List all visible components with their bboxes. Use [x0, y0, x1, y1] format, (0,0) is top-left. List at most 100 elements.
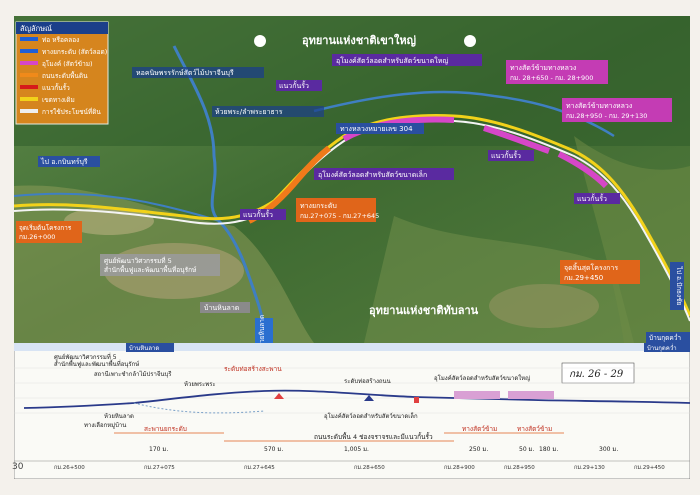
legend-item-label: ท่อ หรือคลอง — [42, 36, 79, 44]
wildlife-cross2-km: กม.28+950 - กม. 29+130 — [566, 112, 647, 120]
p-elevated: สะพานยกระดับ — [144, 425, 187, 433]
handwritten-note: กม. 26 - 29 — [569, 369, 624, 380]
label-highway: ทางหลวงหมายเลข 304 — [336, 123, 424, 134]
center-line1: ศูนย์พัฒนาวิศวกรรมที่ 5 — [104, 256, 172, 265]
label-to-korat: ไป อ.ปักธงชัย — [670, 262, 684, 310]
pipe-marker-1 — [274, 393, 284, 399]
longitudinal-profile: บ้านหินลาด บ้านกุดคว่ำ กม. 26 - 29 ศูนย์… — [14, 343, 690, 479]
legend-swatch — [20, 73, 38, 77]
label-fence-1: แนวกั้นรั้ว — [276, 79, 322, 91]
page-number: 30 — [12, 462, 24, 472]
dimension-label: 300 ม. — [599, 446, 618, 453]
station-label: กม.28+650 — [354, 465, 385, 471]
station-label: กม.29+130 — [574, 465, 605, 471]
tunnel-small-text: อุโมงค์สัตว์ลอดสำหรับสัตว์ขนาดเล็ก — [318, 170, 427, 179]
left-village-text: บ้านหินลาด — [129, 345, 159, 352]
fence4-text: แนวกั้นรั้ว — [243, 208, 273, 219]
pipe-marker-2 — [364, 395, 374, 401]
wildlife-crossing-2 — [557, 151, 609, 189]
dimension-label: 250 ม. — [469, 446, 488, 453]
left-village-tag: บ้านหินลาด — [126, 343, 174, 352]
p-start: ทางเลือกหมู่บ้าน — [84, 421, 126, 429]
label-ban-kut-khwai: บ้านกุดคว่ำ — [646, 332, 690, 343]
legend-item-label: อุโมงค์ (สัตว์ข้าม) — [42, 60, 93, 68]
legend-item-label: แนวกั้นรั้ว — [42, 83, 70, 92]
legend-swatch — [20, 61, 38, 65]
marker-circle — [254, 35, 266, 47]
end-title: จุดสิ้นสุดโครงการ — [564, 261, 618, 272]
huai-hin-lat-text: ห้วยหินลาด — [258, 315, 266, 343]
dimension-label: 170 ม. — [149, 446, 168, 453]
dimension-label: 1,005 ม. — [344, 446, 369, 453]
dimension-label: 570 ม. — [264, 446, 283, 453]
legend-item-label: การใช้ประโยชน์ที่ดิน — [42, 107, 101, 116]
p-center-line1: ศูนย์พัฒนาวิศวกรรมที่ 5 — [54, 353, 117, 361]
tunnel-marker — [414, 397, 419, 403]
label-tunnel-small: อุโมงค์สัตว์ลอดสำหรับสัตว์ขนาดเล็ก — [314, 168, 454, 180]
label-center: ศูนย์พัฒนาวิศวกรรมที่ 5 สำนักพื้นฟูและพั… — [100, 254, 220, 276]
fence2-text: แนวกั้นรั้ว — [491, 149, 521, 160]
label-wildlife-crossing-1: ทางสัตว์ข้ามทางหลวง กม. 28+650 - กม. 28+… — [506, 60, 608, 84]
river-west — [14, 192, 220, 222]
p-tunnel-large: อุโมงค์สัตว์ลอดสำหรับสัตว์ขนาดใหญ่ — [434, 374, 530, 382]
label-to-kabin: ไป อ.กบินทร์บุรี — [38, 156, 100, 167]
center-line2: สำนักพื้นฟูและพัฒนาพื้นที่อนุรักษ์ — [104, 265, 197, 274]
label-fence-2: แนวกั้นรั้ว — [488, 149, 534, 161]
legend-item-label: เขตทางเดิม — [42, 96, 75, 104]
legend-swatch — [20, 97, 38, 101]
p-pipe1: ระดับท่อสร้างสะพาน — [224, 365, 282, 373]
right-village-text: บ้านกุดคว่ำ — [647, 344, 677, 352]
label-elevated: ทางยกระดับ กม.27+075 - กม.27+645 — [296, 198, 379, 222]
p-forest-sign: สถานีเพาะชำกล้าไม้ปราจีนบุรี — [94, 370, 172, 378]
tunnel-section-1 — [342, 116, 455, 142]
right-village-tag: บ้านกุดคว่ำ — [644, 343, 690, 352]
label-fence-4: แนวกั้นรั้ว — [240, 208, 286, 220]
p-pipe2: ระดับท่อสร้างถนน — [344, 378, 391, 385]
dimension-label: 50 ม. — [519, 446, 534, 453]
fence1-text: แนวกั้นรั้ว — [279, 79, 309, 90]
wildlife-cross2-title: ทางสัตว์ข้ามทางหลวง — [566, 102, 632, 110]
ban-kut-khwai-text: บ้านกุดคว่ำ — [649, 333, 681, 342]
p-cross2: ทางสัตว์ข้าม — [517, 425, 552, 433]
label-start: จุดเริ่มต้นโครงการ กม.26+000 — [16, 221, 82, 243]
river-huai-hin-lat — [172, 45, 271, 343]
legend-swatch — [20, 109, 38, 113]
legend-item-label: ถนนระดับพื้นดิน — [42, 71, 88, 80]
map-title: อุทยานแห่งชาติเขาใหญ่ — [302, 33, 416, 48]
tunnel-block-1 — [454, 391, 500, 399]
station-label: กม.26+500 — [54, 465, 85, 471]
ban-hin-lat-text: บ้านหินลาด — [204, 304, 239, 312]
marker-circle — [464, 35, 476, 47]
highway-text: ทางหลวงหมายเลข 304 — [340, 125, 413, 133]
tunnel-block-2 — [508, 391, 554, 399]
station-label: กม.28+900 — [444, 465, 475, 471]
station-label: กม.29+450 — [634, 465, 665, 471]
dimension-labels: 170 ม. 570 ม. 1,005 ม. 250 ม. 50 ม. 180 ม. 300… — [149, 446, 618, 453]
station-label: กม.28+950 — [504, 465, 535, 471]
label-huai-phra: ห้วยพระ/ลำพระยาธาร — [212, 106, 324, 117]
p-cross1: ทางสัตว์ข้าม — [462, 425, 497, 433]
label-wildlife-crossing-2: ทางสัตว์ข้ามทางหลวง กม.28+950 - กม. 29+1… — [562, 98, 672, 122]
fence3-text: แนวกั้นรั้ว — [577, 192, 607, 203]
p-huai-hin-lat: ห้วยหินลาด — [104, 413, 134, 420]
clearing-2 — [489, 284, 599, 328]
farmland-south — [364, 216, 634, 343]
legend-swatch — [20, 49, 38, 53]
elevated-title: ทางยกระดับ — [300, 202, 337, 210]
dimension-label: 180 ม. — [539, 446, 558, 453]
farmland-east — [574, 136, 690, 343]
profile-header-bar — [14, 343, 690, 351]
legend-item-label: ทางยกระดับ (สัตว์ลอด) — [42, 48, 107, 56]
legend-swatch — [20, 85, 38, 89]
legend-swatch — [20, 37, 38, 41]
label-end: จุดสิ้นสุดโครงการ กม.29+450 — [560, 260, 640, 284]
label-ban-hin-lat: บ้านหินลาด — [200, 302, 250, 313]
to-kabin-text: ไป อ.กบินทร์บุรี — [40, 157, 88, 166]
p-huai-phra: ห้วยพระพระ — [184, 381, 216, 388]
p-tunnel-small: อุโมงค์สัตว์ลอดสำหรับสัตว์ขนาดเล็ก — [324, 411, 418, 420]
wildlife-cross1-title: ทางสัตว์ข้ามทางหลวง — [510, 64, 576, 72]
road-profile-line — [23, 389, 690, 409]
wildlife-cross1-km: กม. 28+650 - กม. 28+900 — [510, 74, 593, 82]
station-label: กม.27+645 — [244, 465, 275, 471]
